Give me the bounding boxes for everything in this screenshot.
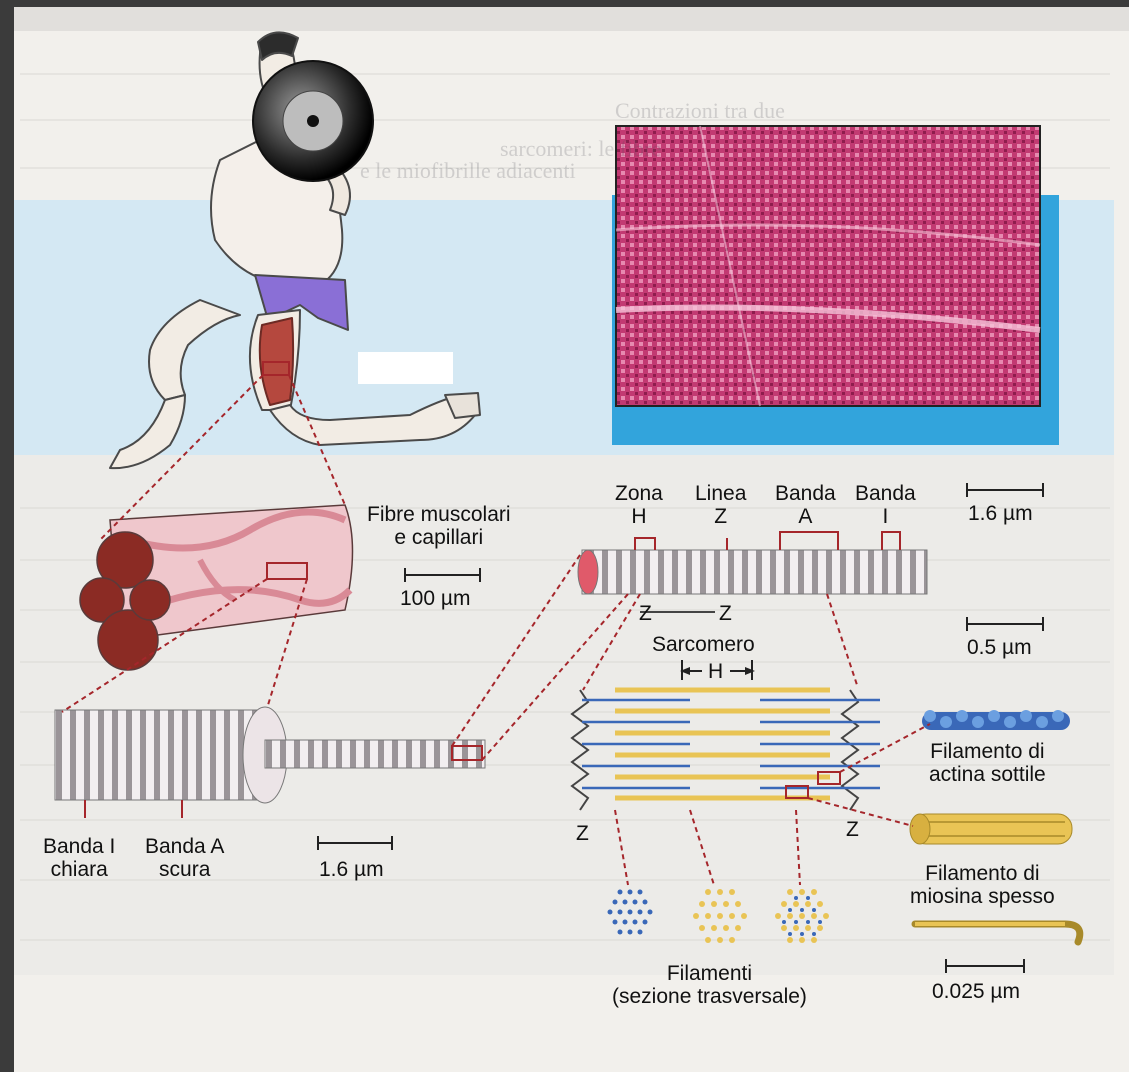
label-scale-1-6um-bottom: 1.6 µm bbox=[319, 858, 384, 881]
myosin-filament-illustration bbox=[910, 814, 1072, 844]
bleed-text-3: e le miofibrille adiacenti bbox=[360, 158, 576, 184]
label-z-left: Z bbox=[639, 602, 652, 625]
label-z-right: Z bbox=[719, 602, 732, 625]
label-filamenti: Filamenti(sezione trasversale) bbox=[612, 962, 807, 1008]
label-scale-1-6um-top: 1.6 µm bbox=[968, 502, 1033, 525]
label-h-marker: H bbox=[708, 660, 723, 683]
bleed-text-1: Contrazioni tra due bbox=[615, 98, 785, 124]
label-scale-0-5um: 0.5 µm bbox=[967, 636, 1032, 659]
blank-label-box bbox=[358, 352, 453, 384]
label-scale-0-025um: 0.025 µm bbox=[932, 980, 1020, 1003]
label-scale-100um: 100 µm bbox=[400, 587, 470, 610]
label-sarcomero: Sarcomero bbox=[652, 633, 755, 656]
top-grey-band bbox=[14, 7, 1129, 31]
top-dark-edge bbox=[0, 0, 1129, 7]
label-z-sarcomere-right: Z bbox=[846, 818, 859, 841]
label-z-sarcomere-left: Z bbox=[576, 822, 589, 845]
actin-filament-illustration bbox=[922, 710, 1070, 730]
micrograph bbox=[616, 126, 1040, 406]
left-dark-edge bbox=[0, 0, 14, 1072]
barbell-weight bbox=[253, 61, 373, 181]
